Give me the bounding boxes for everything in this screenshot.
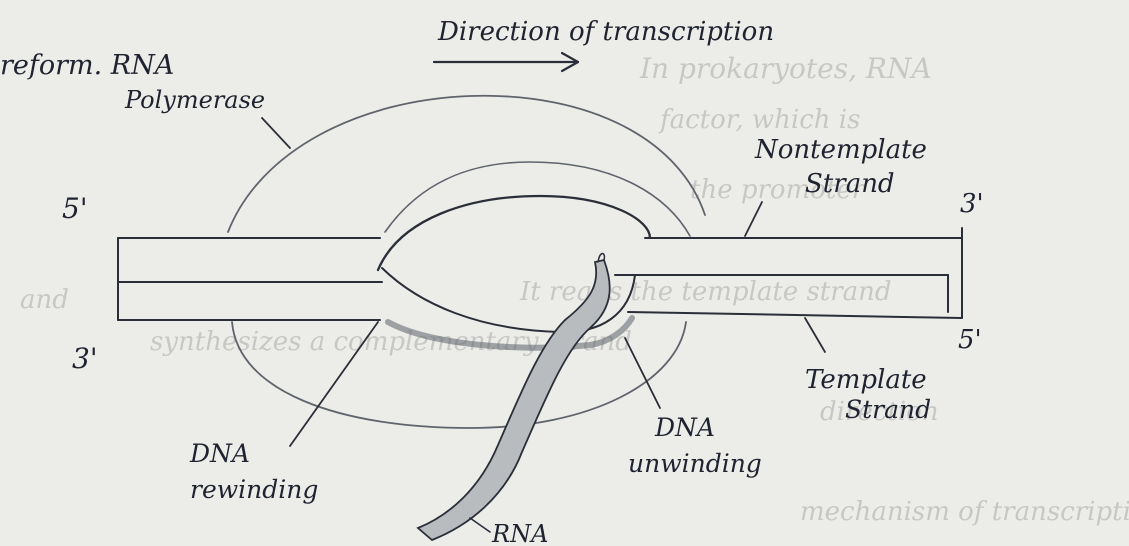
dna-unwinding-label-line1: DNA: [654, 413, 715, 442]
top-text-fragment: reform. RNA: [0, 50, 174, 81]
five-prime-right-label: 5': [958, 325, 982, 355]
three-prime-right-label: 3': [960, 189, 984, 219]
nontemplate-label-line1: Nontemplate: [754, 135, 927, 165]
template-pointer: [805, 318, 825, 352]
dna-left-duplex: [118, 238, 382, 320]
rna-label: RNA: [491, 520, 548, 546]
nontemplate-label-line2: Strand: [805, 169, 895, 199]
svg-text:It reads the template strand: It reads the template strand: [519, 277, 892, 307]
dna-unwinding-pointer: [625, 338, 660, 408]
nontemplate-pointer: [745, 202, 762, 236]
svg-text:and: and: [20, 285, 69, 315]
svg-text:mechanism of transcription: mechanism of transcription: [800, 497, 1129, 527]
rna-polymerase-outline: [228, 96, 705, 428]
svg-text:In prokaryotes, RNA: In prokaryotes, RNA: [639, 52, 932, 85]
three-prime-left-label: 3': [72, 342, 98, 375]
rna-pointer: [470, 518, 490, 532]
direction-label: Direction of transcription: [437, 17, 774, 47]
transcription-bubble: [378, 196, 650, 348]
polymerase-label: Polymerase: [124, 86, 265, 114]
five-prime-left-label: 5': [62, 192, 88, 225]
dna-unwinding-label-line2: unwinding: [628, 449, 762, 478]
dna-rewinding-label-line1: DNA: [189, 439, 250, 468]
template-label-line1: Template: [805, 365, 927, 395]
template-label-line2: Strand: [845, 395, 931, 424]
svg-text:factor, which is: factor, which is: [658, 105, 860, 135]
dna-rewinding-label-line2: rewinding: [190, 475, 318, 504]
polymerase-pointer: [262, 118, 290, 148]
direction-arrow-icon: [434, 53, 578, 71]
